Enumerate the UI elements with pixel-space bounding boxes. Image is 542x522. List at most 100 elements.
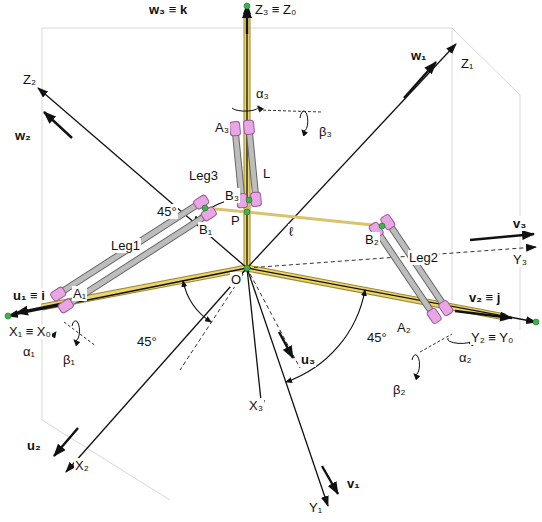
axis-label: B₃ [224, 188, 240, 203]
joint [50, 286, 67, 302]
bar-outline [66, 214, 209, 306]
unit-vector [455, 311, 512, 318]
leg-bar [376, 230, 434, 316]
axis-label: Leg1 [110, 238, 141, 253]
axis-label: Y₃ [512, 252, 528, 267]
axis-label: Y₁ [308, 500, 323, 515]
angle-arcs [183, 198, 365, 382]
axis-label: β₂ [392, 382, 407, 397]
axis-arrow [247, 268, 328, 506]
point-dot [244, 3, 250, 9]
angle-arc [183, 281, 211, 322]
axis-label: α₃ [255, 86, 270, 101]
axis-label: v₁ [346, 476, 361, 491]
cube-frame [42, 28, 520, 500]
frame-line [452, 28, 520, 95]
points [5, 3, 539, 325]
axis-label: A₃ [214, 120, 230, 135]
axis-label: w₃ ≡ k [148, 2, 188, 17]
point-dot [379, 223, 385, 229]
axis-label: α₁ [22, 344, 36, 359]
unit-vector [279, 332, 293, 358]
joint [193, 194, 210, 210]
dashed-axis [247, 268, 300, 368]
axis-label: v₂ ≡ j [468, 290, 501, 305]
joint-axis [258, 110, 322, 112]
axis-label: Z₁ [460, 56, 474, 71]
leg-bar [58, 202, 201, 294]
axis-label: B₁ [198, 222, 213, 237]
angle-arc [286, 290, 365, 382]
axis-label: β₁ [62, 352, 76, 367]
axis-label: Y₂ ≡ Y₀ [470, 330, 514, 345]
joint-axes [64, 110, 452, 352]
unit-vector [54, 428, 78, 456]
joint [243, 120, 254, 135]
unit-vector [44, 112, 72, 138]
axis-label: X₂ [74, 458, 90, 473]
leg-bar [388, 222, 446, 308]
axis-label: β₃ [318, 124, 333, 139]
axis-label: X₃ [248, 398, 264, 413]
platform-link [247, 212, 382, 226]
axis-arrow [247, 44, 456, 268]
axis-label: A₂ [396, 320, 412, 335]
bar-outline [249, 127, 256, 199]
point-dot [533, 319, 539, 325]
frame-line [42, 420, 170, 500]
bar-outline [388, 222, 446, 308]
axis-label: Z₃ ≡ Z₀ [254, 2, 297, 17]
point-dot [246, 197, 252, 203]
axis-label: L [262, 166, 271, 181]
axis-label: 45° [366, 330, 388, 345]
frame-line [520, 95, 521, 330]
axis-label: ℓ [288, 224, 294, 239]
axis-label: w₂ [14, 128, 32, 143]
unit-vector [470, 234, 534, 240]
joint [380, 213, 396, 230]
joint-axis [420, 334, 452, 352]
rotation-arrow [232, 106, 258, 111]
axis-arrow [247, 268, 536, 322]
joint [426, 307, 442, 324]
frame-line [452, 28, 453, 300]
dashed-axes [180, 247, 536, 370]
axis-label: B₂ [364, 232, 380, 247]
axis-label: 45° [136, 334, 158, 349]
rotation-arrow [412, 355, 420, 375]
unit-vector [246, 6, 248, 34]
axis-label: A₁ [72, 286, 87, 301]
leg-bar [66, 214, 209, 306]
axis-label: Leg3 [188, 168, 219, 183]
axis-label: P [230, 213, 241, 228]
bar-outline [58, 202, 201, 294]
axis-label: O [230, 272, 242, 287]
joint-axis [64, 322, 96, 346]
axis-label: u₃ [300, 352, 316, 367]
point-dot [5, 313, 11, 319]
rotation-arrow [72, 321, 80, 341]
point-dot [244, 265, 250, 271]
joint [200, 206, 217, 222]
axis-label: Leg2 [408, 250, 439, 265]
unit-vectors [16, 6, 534, 494]
rotation-symbols [30, 106, 474, 375]
point-dot [202, 205, 208, 211]
axes [8, 4, 536, 506]
axis-label: 45° [156, 204, 178, 219]
axis-label: v₃ [512, 216, 527, 231]
dashed-axis [180, 268, 247, 370]
unit-vector [322, 466, 338, 494]
axis-label: w₁ [410, 48, 428, 63]
base-rods [42, 14, 505, 317]
rotation-arrow [300, 111, 308, 131]
joint [438, 299, 454, 316]
axis-label: Z₂ [22, 72, 37, 87]
axis-label: u₂ [26, 438, 42, 453]
axis-label: u₁ ≡ i [12, 288, 46, 303]
legs [50, 120, 454, 325]
joint [229, 121, 240, 136]
point-dot [244, 209, 250, 215]
